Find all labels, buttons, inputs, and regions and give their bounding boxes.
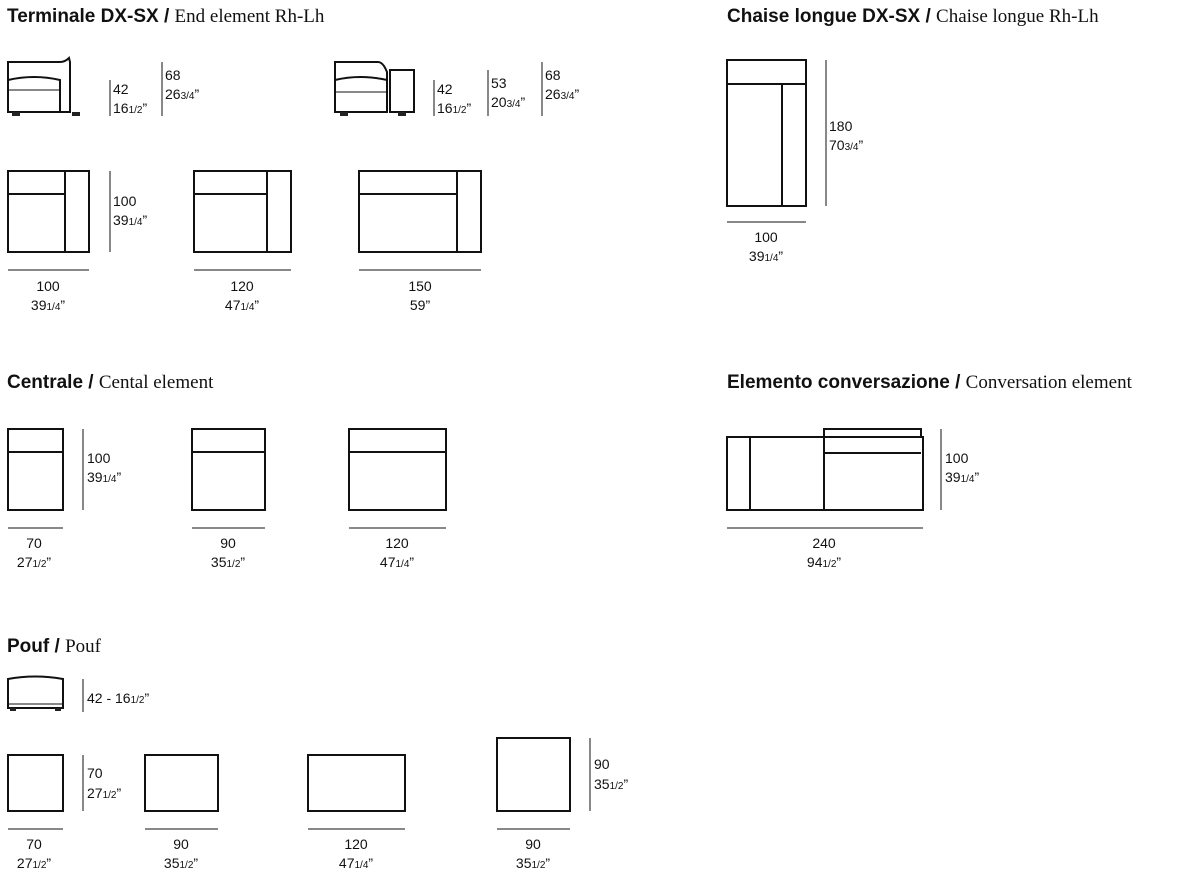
pouf-top-view-70 [7,754,64,812]
dim-text: 68 [545,67,561,83]
title-english: End element Rh-Lh [174,6,325,27]
title-italian: Centrale / [7,372,94,393]
dim-text: 351/2” [516,855,550,871]
dim-text: 351/2” [594,776,628,792]
title-english: Pouf [65,636,101,657]
title-english: Chaise longue Rh-Lh [936,6,1099,27]
dim-text: 271/2” [17,554,51,570]
dim-text: 941/2” [807,554,841,570]
title-english: Cental element [98,372,214,393]
dim-text: 240 [812,535,836,551]
dim-text: 90 [173,836,189,852]
dim-text: 42 - 161/2” [87,690,150,706]
dim-text: 42 [113,81,129,97]
section-title-chaise: Chaise longue DX-SX / Chaise longue Rh-L… [727,6,1099,28]
dim-text: 271/2” [87,785,121,801]
end-element-side-view-low [7,56,80,116]
dim-text: 351/2” [164,855,198,871]
dim-text: 161/2” [437,100,471,116]
dim-text: 471/4” [225,297,259,313]
section-title-centrale: Centrale / Cental element [7,372,213,394]
dim-text: 263/4” [165,86,199,102]
central-element-top-view-120 [348,428,447,511]
chaise-longue-top-view [726,59,807,207]
central-element-top-view-70 [7,428,64,511]
dim-text: 53 [491,75,507,91]
dim-text: 100 [945,450,969,466]
end-element-top-view-100 [7,170,90,253]
dim-text: 180 [829,118,853,134]
dim-text: 351/2” [211,554,245,570]
dim-text: 100 [113,193,137,209]
title-italian: Chaise longue DX-SX / [727,6,931,27]
dim-text: 150 [408,278,432,294]
dim-text: 90 [594,756,610,772]
dim-text: 70 [26,836,42,852]
dim-text: 120 [344,836,368,852]
dim-text: 471/4” [380,554,414,570]
pouf-top-view-90 [144,754,219,812]
dim-text: 59” [410,297,431,313]
dim-text: 120 [385,535,409,551]
dim-text: 68 [165,67,181,83]
dim-text: 471/4” [339,855,373,871]
dim-text: 100 [36,278,60,294]
end-element-top-view-150 [358,170,482,253]
dim-text: 70 [87,765,103,781]
title-italian: Pouf / [7,636,60,657]
title-italian: Elemento conversazione / [727,372,961,393]
dim-text: 271/2” [17,855,51,871]
end-element-side-view-high [334,61,415,116]
section-title-pouf: Pouf / Pouf [7,636,101,658]
section-title-terminale: Terminale DX-SX / End element Rh-Lh [7,6,324,28]
conversation-element-top-view [726,428,924,511]
title-italian: Terminale DX-SX / [7,6,170,27]
dim-text: 703/4” [829,137,863,153]
dim-text: 391/4” [749,248,783,264]
pouf-top-view-90x90 [496,737,571,812]
dim-text: 203/4” [491,94,525,110]
dim-text: 70 [26,535,42,551]
dim-text: 263/4” [545,86,579,102]
dim-text: 100 [87,450,111,466]
pouf-top-view-120 [307,754,406,812]
dim-text: 90 [220,535,236,551]
dim-text: 90 [525,836,541,852]
dim-text: 42 [437,81,453,97]
title-english: Conversation element [965,372,1132,393]
dim-text: 391/4” [31,297,65,313]
dim-text: 391/4” [113,212,147,228]
end-element-top-view-120 [193,170,292,253]
dim-text: 161/2” [113,100,147,116]
dim-text: 120 [230,278,254,294]
pouf-side-view [7,675,64,711]
dim-text: 391/4” [945,469,979,485]
dim-text: 391/4” [87,469,121,485]
section-title-conversazione: Elemento conversazione / Conversation el… [727,372,1132,394]
central-element-top-view-90 [191,428,266,511]
dim-text: 100 [754,229,778,245]
